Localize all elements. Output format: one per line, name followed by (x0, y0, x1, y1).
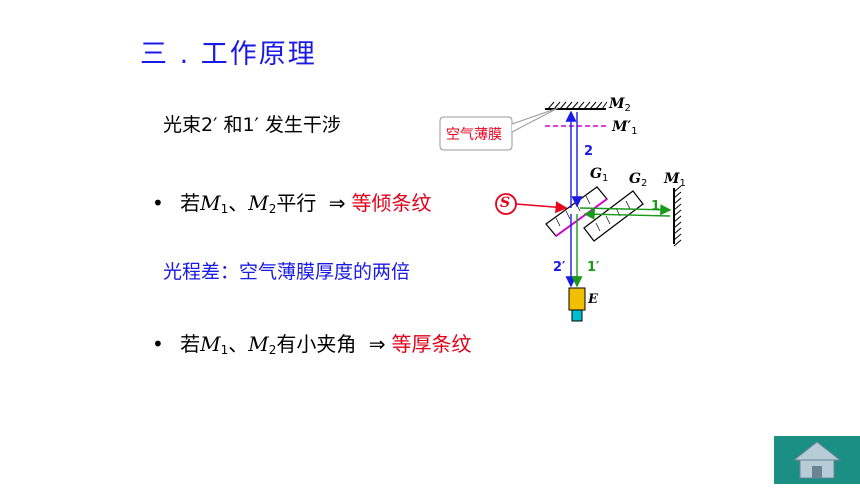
interference-statement: 光束2′ 和1′ 发生干涉 (163, 114, 341, 136)
g1-label: G1 (590, 166, 609, 184)
m1-prime-label: M′1 (612, 119, 638, 137)
condition-text: 平行 (276, 191, 317, 215)
beam-1-label: 1 (651, 199, 661, 214)
bullet-dot: • (152, 191, 164, 215)
bullet-wedge: • 若M1、M2有小夹角 ⇒等厚条纹 (152, 328, 472, 357)
bullet-prefix: 若 (180, 191, 201, 215)
home-icon (792, 441, 842, 479)
m1-symbol: M (200, 332, 221, 356)
mirror-m2 (545, 101, 608, 110)
detector (568, 287, 586, 322)
mirror-m1 (673, 185, 682, 247)
bullet-dot: • (152, 332, 164, 356)
implies-arrow: ⇒ (328, 191, 346, 215)
separator: 、 (228, 332, 249, 356)
optical-path-difference: 光程差：空气薄膜厚度的两倍 (163, 261, 411, 283)
m1-label: M1 (664, 171, 686, 189)
m2-symbol: M (248, 191, 269, 215)
detector-label: E (588, 292, 598, 307)
m2-label: M2 (609, 96, 631, 114)
m1-subscript: 1 (220, 343, 229, 357)
bullet-parallel: • 若M1、M2平行 ⇒等倾条纹 (152, 187, 432, 216)
beam-2-prime-label: 2′ (553, 260, 566, 275)
beam-path-1 (571, 204, 672, 288)
result-equal-thickness: 等厚条纹 (391, 332, 472, 356)
incident-beam (515, 201, 568, 214)
implies-arrow: ⇒ (368, 332, 386, 356)
m2-subscript: 2 (268, 343, 277, 357)
m2-subscript: 2 (268, 202, 277, 216)
condition-text: 有小夹角 (276, 332, 357, 356)
separator: 、 (228, 191, 249, 215)
page-title: 三 . 工作原理 (140, 39, 317, 70)
source-label: S (500, 195, 511, 211)
m1-symbol: M (200, 191, 221, 215)
m1-subscript: 1 (220, 202, 229, 216)
beam-2-label: 2 (584, 144, 594, 159)
air-film-callout (439, 107, 559, 151)
result-equal-inclination: 等倾条纹 (351, 191, 432, 215)
home-button[interactable] (774, 436, 860, 484)
bullet-prefix: 若 (180, 332, 201, 356)
beam-path-2 (565, 110, 583, 288)
air-film-label: 空气薄膜 (446, 127, 502, 143)
m2-symbol: M (248, 332, 269, 356)
g2-label: G2 (629, 171, 648, 189)
beam-1-prime-label: 1′ (587, 260, 600, 275)
